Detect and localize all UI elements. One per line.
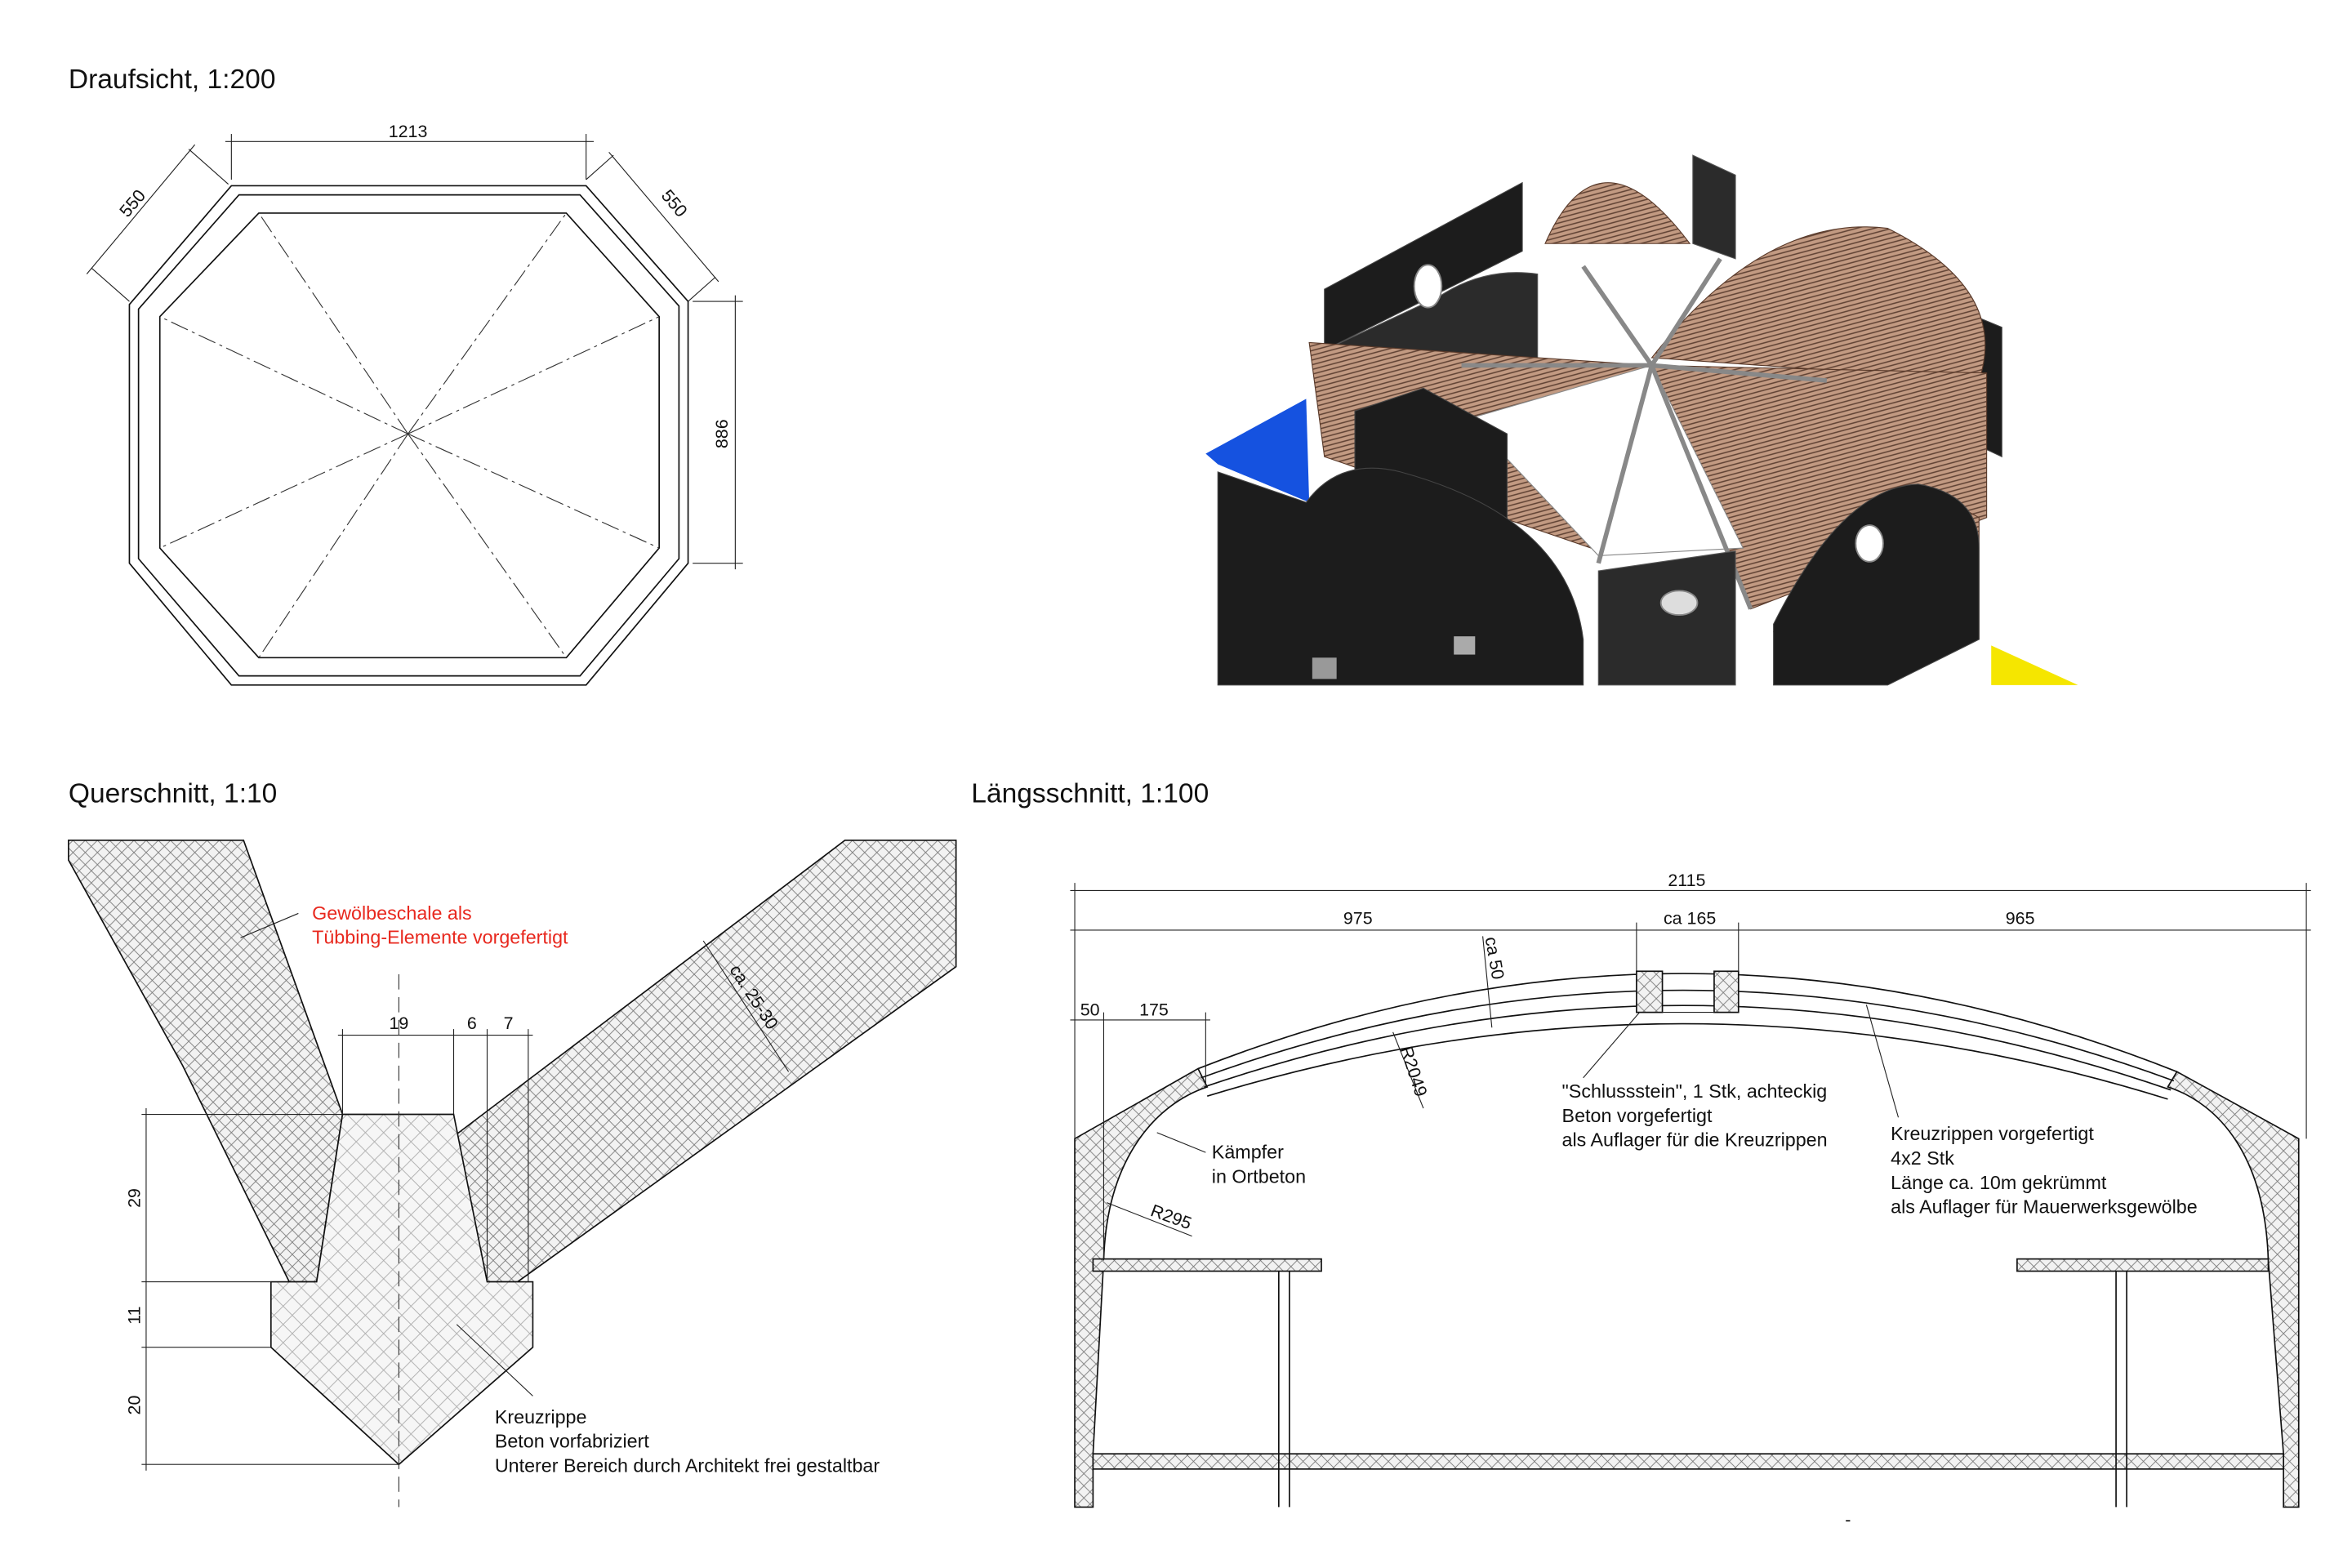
dim-h3: 20 [124, 1396, 144, 1415]
round-window [1855, 524, 1884, 563]
leader-rib-note [456, 1324, 533, 1396]
note-rippen-line1: Kreuzrippen vorgefertigt [1891, 1123, 2094, 1144]
note-schluss-line2: Beton vorgefertigt [1562, 1105, 1713, 1126]
vault-shell-right [456, 840, 957, 1283]
cross-section-title: Querschnitt, 1:10 [69, 778, 277, 808]
plan-title: Draufsicht, 1:200 [69, 65, 276, 95]
dim-left: 975 [1343, 908, 1373, 928]
dim-mid: ca 165 [1664, 908, 1716, 928]
dim-175: 175 [1139, 1000, 1169, 1019]
leader-kaempfer [1156, 1132, 1206, 1153]
wall-front-center [1597, 550, 1736, 686]
dim-right: 965 [2006, 908, 2035, 928]
columns [1277, 1271, 2127, 1508]
wall-left [1074, 1067, 1209, 1508]
dim-w2: 6 [467, 1013, 477, 1033]
note-kaempfer-line2: in Ortbeton [1212, 1165, 1306, 1187]
plan-dimensions: 1213 550 550 886 [86, 122, 743, 570]
wall-right [2167, 1071, 2300, 1508]
note-rib-line1: Kreuzrippe [495, 1406, 587, 1428]
note-shell-line1: Gewölbeschale als [312, 902, 472, 924]
wall-front-right [1773, 483, 1980, 686]
dim-plan-right: 886 [712, 419, 732, 448]
plan-view: Draufsicht, 1:200 1213 550 550 [69, 65, 743, 686]
arch-intrados [1206, 1022, 2168, 1100]
leader-schlussstein [1583, 1012, 1641, 1079]
dim-h1: 29 [124, 1188, 144, 1208]
note-schluss-line3: als Auflager für die Kreuzrippen [1562, 1129, 1828, 1151]
dim-h2: 11 [124, 1306, 144, 1324]
note-kaempfer-line1: Kämpfer [1212, 1142, 1284, 1163]
long-section-view: Längsschnitt, 1:100 2115 975 ca [971, 778, 2311, 1530]
vault-back [1544, 182, 1691, 244]
yellow-surface [1991, 645, 2078, 685]
vault-shell-left [68, 840, 344, 1283]
arch-rib-line [1204, 1004, 2172, 1091]
dim-50: 50 [1080, 1000, 1100, 1019]
wall-front-left [1217, 467, 1584, 686]
window-slot [1312, 657, 1337, 679]
cross-section-view: Querschnitt, 1:10 29 11 20 19 6 7 ca. 25… [68, 778, 957, 1508]
round-window [1413, 264, 1443, 309]
note-rippen-line2: 4x2 Stk [1891, 1147, 1954, 1169]
dim-radius-big: R2049 [1396, 1044, 1431, 1098]
wall-back-mid [1692, 154, 1736, 260]
note-schluss-line1: "Schlussstein", 1 Stk, achteckig [1562, 1080, 1828, 1102]
note-rippen-line3: Länge ca. 10m gekrümmt [1891, 1172, 2107, 1193]
vault-back-right [1650, 226, 1986, 381]
leader-kreuzrippen [1865, 1004, 1900, 1118]
floor-slab-right [2016, 1258, 2270, 1272]
window-slot [1454, 636, 1476, 655]
dim-w1: 19 [389, 1013, 408, 1033]
floor-slab-bottom [1092, 1453, 2284, 1470]
stray-mark: - [1845, 1510, 1851, 1530]
keystone-right [1713, 970, 1740, 1013]
note-rippen-line4: als Auflager für Mauerwerksgewölbe [1891, 1196, 2198, 1218]
note-shell-line2: Tübbing-Elemente vorgefertigt [312, 927, 568, 948]
render-3d-view [1205, 154, 2078, 686]
note-rib-line2: Beton vorfabriziert [495, 1431, 650, 1452]
dim-total: 2115 [1668, 871, 1705, 890]
long-section-title: Längsschnitt, 1:100 [971, 778, 1209, 808]
leader-red-note [240, 912, 299, 938]
arch-rib-line [1200, 989, 2175, 1082]
oculus-opening [1468, 364, 1744, 556]
keystone-left [1636, 970, 1664, 1013]
dim-plan-left-diag: 550 [116, 186, 149, 221]
plan-outer-octagon [128, 185, 689, 686]
note-rib-line3: Unterer Bereich durch Architekt frei ges… [495, 1455, 880, 1477]
plan-middle-octagon [137, 194, 680, 677]
floor-slab-left [1092, 1258, 1322, 1272]
dim-radius-small: R295 [1148, 1200, 1194, 1233]
dim-plan-top: 1213 [389, 122, 428, 141]
dim-rib-thickness: ca 50 [1481, 935, 1508, 981]
plan-rib-axes [159, 212, 660, 658]
arch-extrados [1197, 973, 2177, 1073]
cross-rib-section [270, 1113, 534, 1466]
blue-surface [1205, 399, 1310, 503]
dim-w3: 7 [504, 1013, 514, 1033]
round-window [1659, 590, 1699, 617]
